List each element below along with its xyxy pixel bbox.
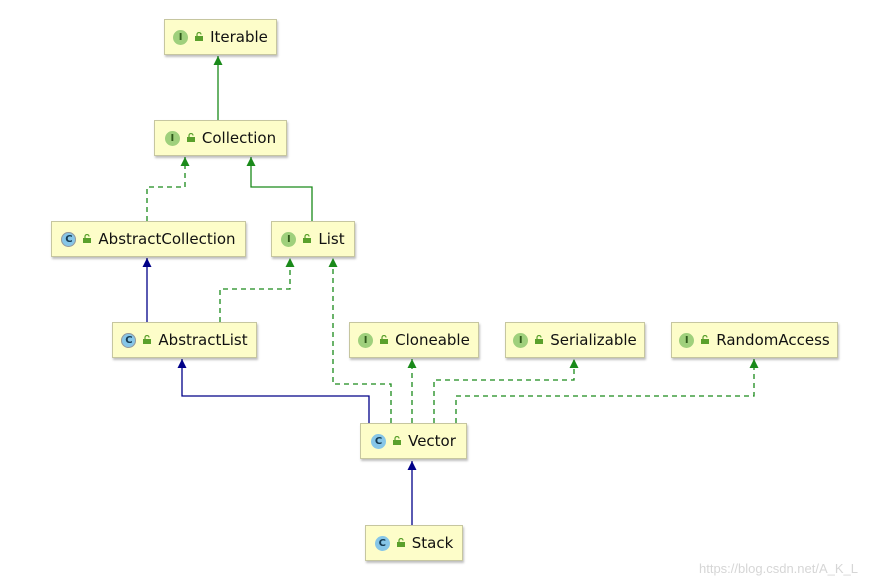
public-visibility-icon — [534, 335, 544, 345]
class-icon: C — [374, 535, 390, 551]
node-label: Cloneable — [395, 331, 470, 349]
node-label: Vector — [408, 432, 456, 450]
node-stack[interactable]: C Stack — [365, 525, 463, 561]
node-iterable[interactable]: I Iterable — [164, 19, 277, 55]
public-visibility-icon — [700, 335, 710, 345]
node-label: RandomAccess — [716, 331, 830, 349]
abstract-class-icon: C — [61, 231, 77, 247]
node-abstract-list[interactable]: C AbstractList — [112, 322, 257, 358]
node-label: Serializable — [550, 331, 637, 349]
public-visibility-icon — [82, 234, 92, 244]
edge-vector-to-serializable — [433, 359, 579, 423]
node-collection[interactable]: I Collection — [154, 120, 287, 156]
edge-vector-to-list — [328, 258, 392, 423]
node-label: Collection — [201, 129, 277, 147]
public-visibility-icon — [194, 32, 204, 42]
edge-vector-to-randomaccess — [455, 359, 759, 423]
interface-icon: I — [358, 332, 374, 348]
class-icon: C — [371, 433, 387, 449]
public-visibility-icon — [186, 133, 196, 143]
node-label: List — [318, 230, 345, 248]
edge-vector-to-abstractlist — [177, 359, 370, 423]
node-serializable[interactable]: I Serializable — [505, 322, 645, 358]
public-visibility-icon — [396, 538, 406, 548]
edge-abstractcollection-to-collection — [146, 157, 190, 221]
node-label: Iterable — [210, 28, 268, 46]
interface-icon: I — [679, 332, 695, 348]
watermark: https://blog.csdn.net/A_K_L — [699, 561, 858, 576]
node-vector[interactable]: C Vector — [360, 423, 467, 459]
node-label: AbstractList — [158, 331, 248, 349]
public-visibility-icon — [392, 436, 402, 446]
node-abstract-collection[interactable]: C AbstractCollection — [51, 221, 246, 257]
interface-icon: I — [513, 332, 529, 348]
node-random-access[interactable]: I RandomAccess — [671, 322, 838, 358]
node-label: Stack — [411, 534, 454, 552]
node-label: AbstractCollection — [98, 230, 236, 248]
interface-icon: I — [281, 231, 297, 247]
abstract-class-icon: C — [121, 332, 137, 348]
public-visibility-icon — [302, 234, 312, 244]
public-visibility-icon — [379, 335, 389, 345]
interface-icon: I — [173, 29, 189, 45]
edge-abstractlist-to-list — [219, 258, 295, 322]
interface-icon: I — [164, 130, 180, 146]
node-list[interactable]: I List — [271, 221, 355, 257]
node-cloneable[interactable]: I Cloneable — [349, 322, 479, 358]
public-visibility-icon — [142, 335, 152, 345]
edge-list-to-collection — [246, 157, 313, 221]
